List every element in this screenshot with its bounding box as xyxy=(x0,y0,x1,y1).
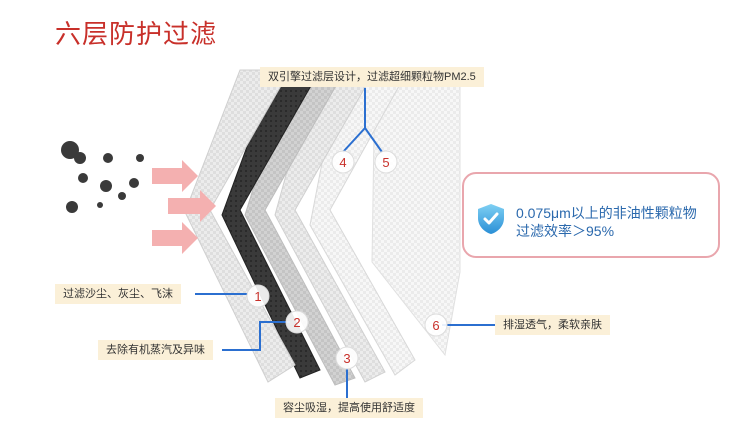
particle-icon xyxy=(136,154,144,162)
marker-5: 5 xyxy=(374,150,398,174)
particle-icon xyxy=(129,178,139,188)
efficiency-text: 0.075μm以上的非油性颗粒物 过滤效率＞95% xyxy=(516,204,697,240)
particles xyxy=(61,141,144,213)
marker-4: 4 xyxy=(331,150,355,174)
marker-3: 3 xyxy=(335,346,359,370)
efficiency-line-2: 过滤效率＞95% xyxy=(516,223,615,239)
layer-6-label: 排湿透气，柔软亲肤 xyxy=(495,315,610,335)
particle-icon xyxy=(97,202,103,208)
efficiency-line-1: 0.075μm以上的非油性颗粒物 xyxy=(516,205,697,221)
marker-1-number: 1 xyxy=(254,289,261,304)
marker-3-number: 3 xyxy=(343,351,350,366)
arrow-right-icon xyxy=(168,190,216,222)
layer-1-label: 过滤沙尘、灰尘、飞沫 xyxy=(55,284,181,304)
connector-lines xyxy=(195,88,495,398)
particle-icon xyxy=(74,152,86,164)
particle-icon xyxy=(61,141,79,159)
particle-icon xyxy=(118,192,126,200)
marker-2-number: 2 xyxy=(293,315,300,330)
particle-icon xyxy=(103,153,113,163)
marker-6-number: 6 xyxy=(432,318,439,333)
marker-6: 6 xyxy=(424,313,448,337)
layer-4-5-label: 双引擎过滤层设计，过滤超细颗粒物PM2.5 xyxy=(260,67,484,87)
page-title: 六层防护过滤 xyxy=(55,20,218,50)
efficiency-card: 0.075μm以上的非油性颗粒物 过滤效率＞95% xyxy=(462,172,720,258)
layer-2-label: 去除有机蒸汽及异味 xyxy=(98,340,213,360)
arrow-right-icon xyxy=(152,160,198,192)
particle-icon xyxy=(100,180,112,192)
marker-2: 2 xyxy=(285,310,309,334)
arrow-right-icon xyxy=(152,222,198,254)
particle-icon xyxy=(78,173,88,183)
layer-3-label: 容尘吸湿，提高使用舒适度 xyxy=(275,398,423,418)
particle-icon xyxy=(66,201,78,213)
marker-5-number: 5 xyxy=(382,155,389,170)
marker-1: 1 xyxy=(246,284,270,308)
shield-check-icon xyxy=(478,204,504,234)
layer-markers: 1 2 3 4 5 6 xyxy=(246,150,448,370)
marker-4-number: 4 xyxy=(339,155,346,170)
airflow-arrows xyxy=(152,160,216,254)
